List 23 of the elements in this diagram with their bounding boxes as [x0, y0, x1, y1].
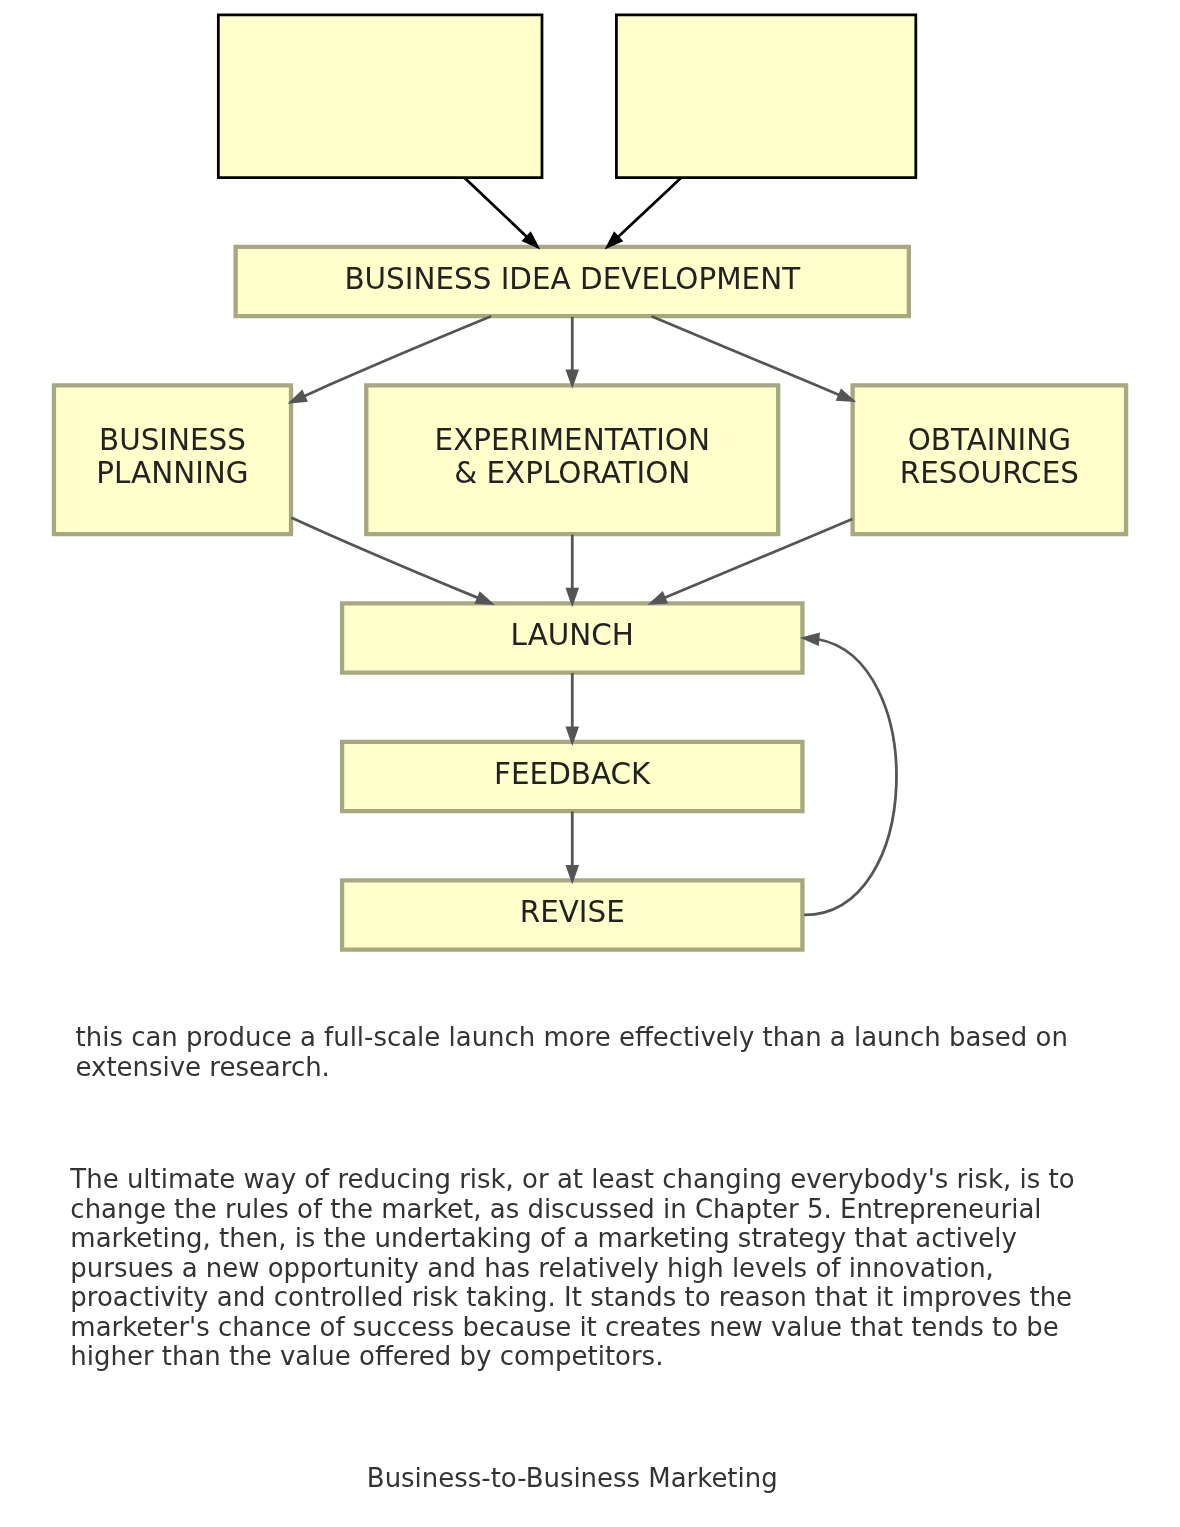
node-box	[615, 13, 918, 180]
arrow	[463, 176, 541, 250]
node-box: FEEDBACK	[339, 739, 805, 814]
node-box: BUSINESS PLANNING	[51, 383, 294, 537]
arrow	[800, 632, 898, 917]
arrow	[604, 176, 683, 250]
arrow	[565, 316, 580, 389]
label: this can produce a full-scale launch more effectively than a launch based on extensive research.	[75, 1022, 1068, 1082]
node-box: REVISE	[339, 878, 805, 952]
node-box: BUSINESS IDEA DEVELOPMENT	[233, 244, 912, 319]
label: The ultimate way of reducing risk, or at least changing everybody's risk, is to change the rules of the market, as discussed in Chapter 5. Entrepreneurial marketing, then, is the undertaking of a marketing strategy that actively pursues a new opportunity and has relatively high levels of innovation, proactivity and controlled risk taking. It stands to reason that it improves the marketer's chance of success because it creates new value that tends to be higher than the value offered by competitors.	[70, 1164, 1075, 1371]
arrow	[565, 534, 580, 608]
node-box	[216, 13, 544, 180]
arrow	[565, 673, 580, 746]
arrow	[650, 315, 857, 403]
arrow	[290, 516, 495, 605]
arrow	[647, 517, 853, 605]
node-box: EXPERIMENTATION & EXPLORATION	[364, 383, 781, 537]
node-box: OBTAINING RESOURCES	[850, 383, 1129, 537]
arrow	[287, 314, 492, 404]
label: Business-to-Business Marketing	[366, 1462, 778, 1493]
arrow	[565, 811, 580, 885]
node-box: LAUNCH	[339, 601, 805, 675]
